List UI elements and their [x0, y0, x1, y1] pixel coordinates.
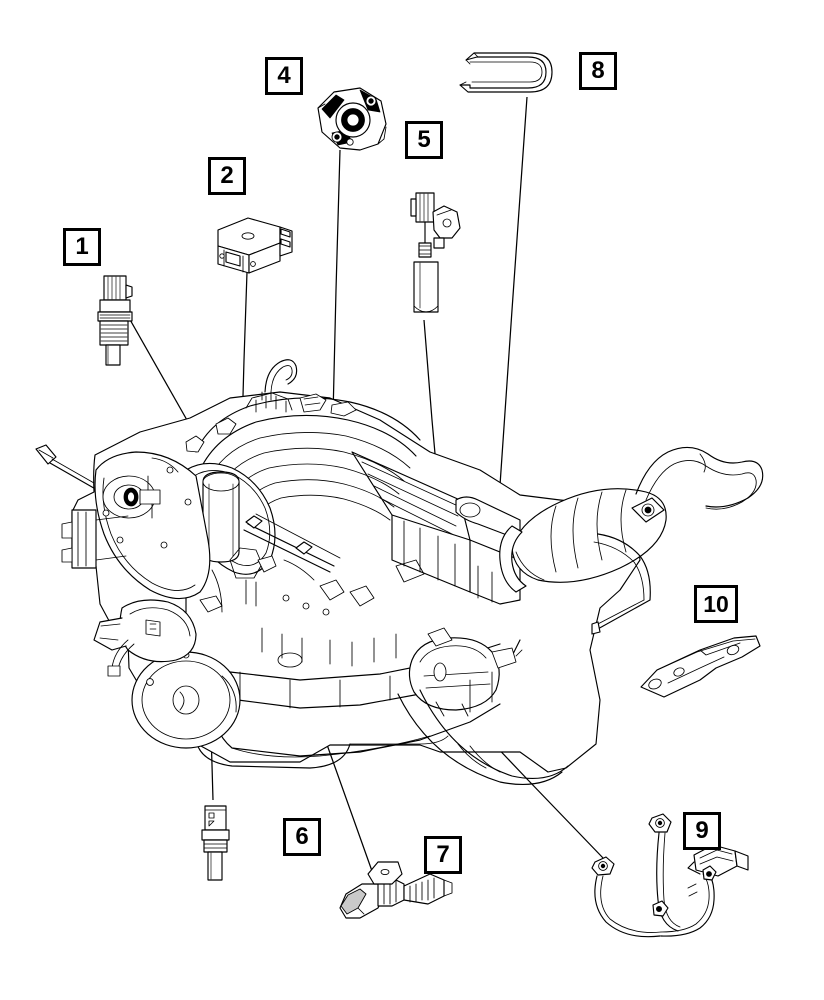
- part-6-coolant-temperature-switch: [201, 805, 230, 881]
- part-8-wire-retainer-clip: [459, 52, 553, 93]
- lower-left-tubes: [107, 639, 135, 677]
- part-4-camshaft-sensor-housing: [317, 87, 387, 151]
- left-side-bracket: [61, 509, 129, 569]
- part-10-mounting-bracket: [640, 635, 761, 698]
- engine-assembly: [35, 359, 764, 786]
- callout-label-9: 9: [695, 817, 709, 844]
- callout-box-2[interactable]: 2: [208, 157, 246, 195]
- part-2-map-sensor: [217, 217, 293, 274]
- callout-label-5: 5: [417, 126, 431, 153]
- part-7-crankshaft-position-sensor: [339, 861, 453, 919]
- callout-label-10: 10: [703, 590, 729, 617]
- exhaust-downpipe: [397, 689, 569, 786]
- part-9-wiring-harness: [591, 813, 749, 938]
- callout-label-7: 7: [436, 841, 450, 868]
- water-pump-housing: [93, 599, 197, 663]
- part-1-coolant-temperature-sensor: [97, 275, 133, 366]
- leader-line-8: [496, 96, 528, 530]
- callout-box-10[interactable]: 10: [694, 585, 738, 623]
- callout-label-2: 2: [220, 162, 234, 189]
- callout-label-6: 6: [295, 823, 309, 850]
- callout-box-6[interactable]: 6: [283, 818, 321, 856]
- callout-box-7[interactable]: 7: [424, 836, 462, 874]
- crankshaft-pulley: [131, 651, 241, 749]
- front-cover: [94, 451, 211, 600]
- lower-right-shield: [469, 649, 523, 713]
- part-5-knock-sensor-bracket: [410, 192, 461, 313]
- exhaust-pipe-rear: [631, 446, 764, 523]
- callout-box-4[interactable]: 4: [265, 57, 303, 95]
- callout-box-8[interactable]: 8: [579, 52, 617, 90]
- callout-label-8: 8: [591, 57, 605, 84]
- starter-motor: [408, 627, 517, 717]
- block-detail-bosses: [199, 547, 425, 668]
- callout-box-9[interactable]: 9: [683, 812, 721, 850]
- callout-box-1[interactable]: 1: [63, 228, 101, 266]
- block-ribs: [261, 627, 397, 667]
- callout-label-1: 1: [75, 233, 89, 260]
- exhaust-hanger: [591, 533, 651, 635]
- leader-line-4: [332, 149, 341, 417]
- catalytic-converter: [499, 488, 667, 593]
- callout-box-5[interactable]: 5: [405, 121, 443, 159]
- callout-label-4: 4: [277, 62, 291, 89]
